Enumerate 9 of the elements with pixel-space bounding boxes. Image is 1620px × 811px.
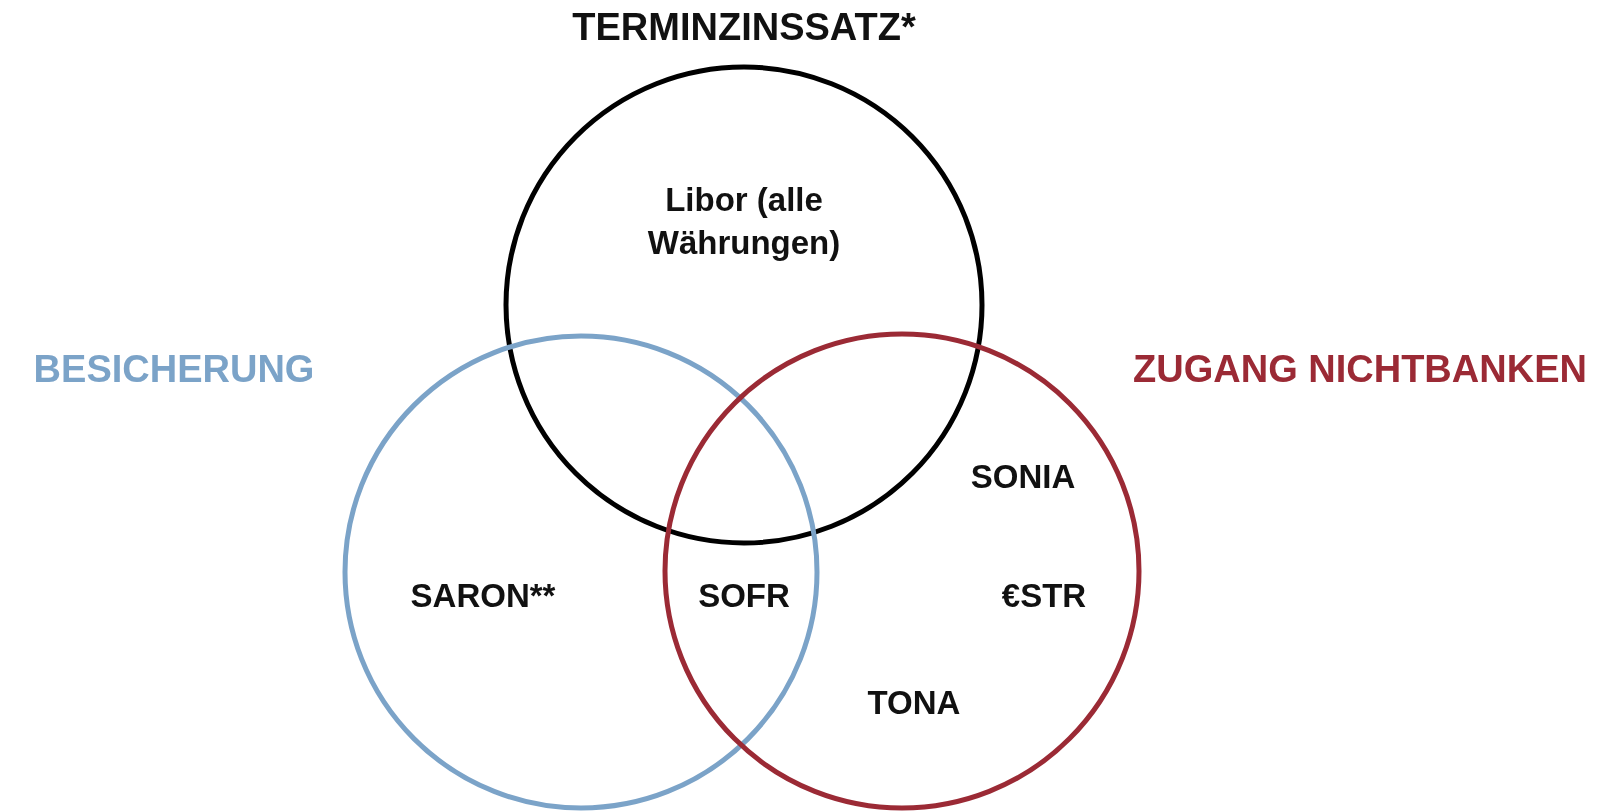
set-member-label: SARON**	[410, 575, 556, 616]
set-member-label: SOFR	[698, 575, 790, 616]
set-member-label: TONA	[867, 682, 961, 723]
set-member-label: SONIA	[970, 456, 1076, 497]
set-heading: TERMINZINSSATZ*	[572, 5, 916, 49]
set-heading: ZUGANG NICHTBANKEN	[1133, 347, 1587, 391]
set-member-label: €STR	[1001, 575, 1087, 616]
set-heading: BESICHERUNG	[33, 347, 315, 391]
set-member-label: Libor (alle Währungen)	[646, 180, 842, 263]
